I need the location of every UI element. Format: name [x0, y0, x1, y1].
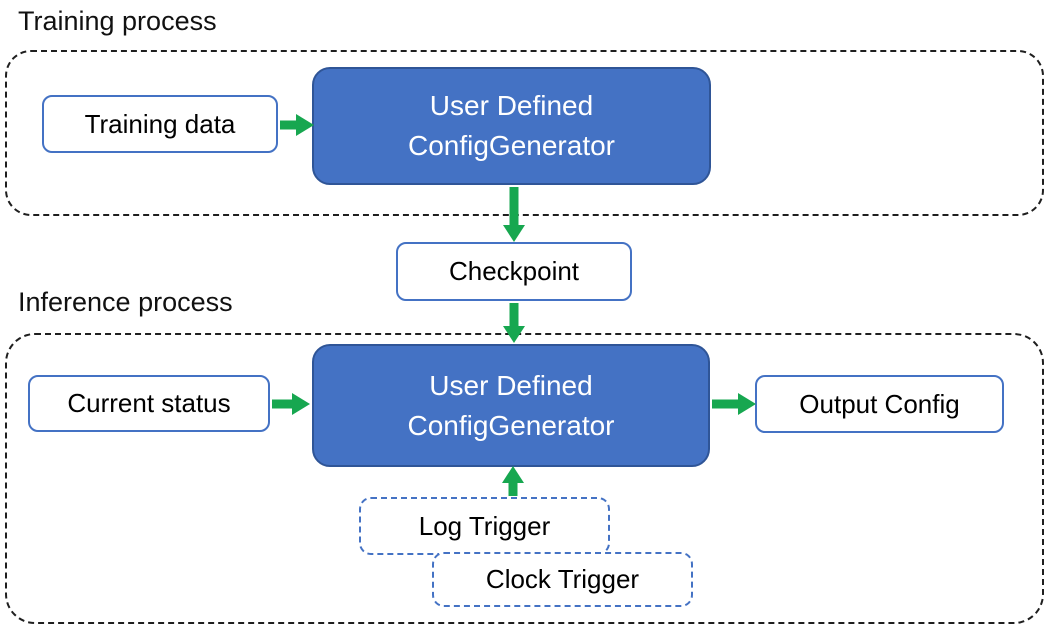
section-label-training: Training process	[18, 6, 217, 36]
node-clock-trigger: Clock Trigger	[432, 552, 693, 607]
node-output-config-label: Output Config	[799, 388, 960, 419]
node-checkpoint: Checkpoint	[396, 242, 632, 301]
node-training-data-label: Training data	[84, 108, 236, 139]
node-training-generator: User Defined ConfigGenerator	[312, 67, 711, 185]
node-log-trigger: Log Trigger	[359, 497, 610, 555]
node-output-config: Output Config	[755, 375, 1004, 433]
node-inference-generator-line1: User Defined	[429, 369, 593, 401]
node-current-status-label: Current status	[67, 388, 231, 418]
node-log-trigger-label: Log Trigger	[418, 510, 551, 541]
node-training-generator-line1: User Defined	[429, 90, 594, 121]
node-inference-generator-line2: ConfigGenerator	[407, 409, 615, 441]
node-inference-generator: User Defined ConfigGenerator	[312, 344, 710, 467]
node-checkpoint-label: Checkpoint	[448, 256, 580, 286]
node-training-data: Training data	[42, 95, 278, 153]
node-training-generator-line2: ConfigGenerator	[407, 130, 615, 161]
node-current-status: Current status	[28, 375, 270, 432]
training-container	[5, 50, 1044, 216]
section-label-inference: Inference process	[18, 287, 233, 317]
node-clock-trigger-label: Clock Trigger	[485, 564, 640, 594]
